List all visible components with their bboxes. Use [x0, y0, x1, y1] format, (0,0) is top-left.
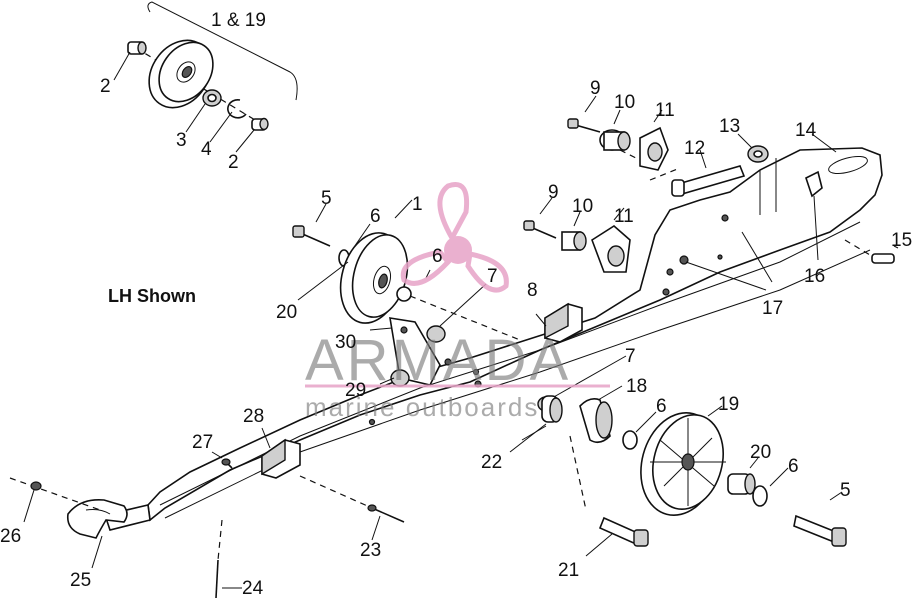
callout-24: 24: [242, 578, 264, 599]
clip-16-icon: [805, 170, 823, 261]
screw-27-icon: [211, 451, 233, 469]
callout-2b: 2: [228, 152, 239, 173]
bearing-icon: [202, 89, 222, 107]
slide-block-8-icon: [544, 302, 583, 343]
callout-13: 13: [719, 116, 740, 137]
watermark: ARMADA marine outboards: [305, 182, 610, 422]
callout-26: 26: [0, 526, 21, 547]
callout-1: 1: [412, 194, 423, 215]
bolt-9b-icon: [523, 197, 557, 239]
callout-20b: 20: [750, 442, 771, 463]
callout-23: 23: [360, 540, 381, 561]
callout-14: 14: [795, 120, 817, 141]
nut-7a-icon: [426, 283, 487, 343]
bushing-22-icon: [509, 395, 563, 453]
callout-17: 17: [762, 298, 783, 319]
screw-26-icon: [9, 477, 101, 523]
callout-7: 7: [487, 266, 498, 287]
washer-6d-icon: [752, 467, 789, 507]
washer-6c-icon: [622, 411, 657, 450]
callout-16: 16: [804, 266, 825, 287]
upper-bolt-9a: [567, 95, 601, 133]
bolt-24-icon: [215, 519, 242, 599]
callout-5b: 5: [840, 480, 851, 501]
idler-wheel-icon: [148, 39, 214, 109]
callout-9b: 9: [548, 182, 559, 203]
group-bracket: 1 & 19: [147, 1, 298, 101]
bushing-right-icon: [251, 117, 269, 131]
bolt-23-icon: [299, 475, 405, 541]
watermark-tagline: marine outboards: [305, 392, 539, 422]
callout-25: 25: [70, 570, 91, 591]
bushing-left-icon: [127, 41, 147, 55]
bolt-5a-icon: [292, 203, 331, 247]
callout-6b: 6: [432, 246, 443, 267]
callout-12: 12: [684, 138, 705, 159]
watermark-brand: ARMADA: [305, 328, 571, 393]
callout-27: 27: [192, 432, 213, 453]
nut-13-icon: [737, 133, 769, 163]
group-label: 1 & 19: [211, 10, 266, 31]
wheel-19-icon: [640, 405, 726, 516]
callout-6: 6: [370, 206, 381, 227]
snap-ring-icon: [227, 98, 247, 119]
callout-21: 21: [558, 560, 579, 581]
pin-15-icon: [844, 239, 899, 264]
callout-9: 9: [590, 78, 601, 99]
spacer-10b-icon: [561, 211, 587, 251]
callout-30: 30: [335, 332, 356, 353]
spacer-6b-icon: [396, 286, 521, 341]
bolt-5b-icon: [793, 491, 847, 547]
spacer-10a-icon: [599, 109, 631, 151]
bolt-12-icon: [671, 149, 746, 197]
callout-19: 19: [718, 394, 739, 415]
callout-6c: 6: [656, 396, 667, 417]
inset-wheel-assembly: [113, 39, 269, 153]
callout-3: 3: [176, 130, 187, 151]
callout-5: 5: [321, 188, 332, 209]
callout-15: 15: [891, 230, 912, 251]
callout-8: 8: [527, 280, 538, 301]
callout-7b: 7: [625, 346, 636, 367]
callout-10b: 10: [572, 196, 593, 217]
spacer-18-icon: [579, 385, 623, 444]
callout-6d: 6: [788, 456, 799, 477]
callout-20: 20: [276, 302, 297, 323]
bumper-25-icon: [66, 498, 128, 569]
callout-11b: 11: [614, 206, 634, 227]
shock-block-11a-icon: [639, 109, 669, 171]
callout-18: 18: [626, 376, 647, 397]
callout-10: 10: [614, 92, 635, 113]
callout-2: 2: [100, 76, 111, 97]
callout-11: 11: [655, 100, 675, 121]
view-label: LH Shown: [108, 286, 196, 306]
spacer-20b-icon: [727, 457, 759, 495]
callout-22: 22: [481, 452, 502, 473]
propeller-logo: [400, 182, 509, 293]
shock-block-11b-icon: [591, 207, 631, 273]
bolt-21-icon: [569, 435, 649, 557]
callouts: 2 3 4 2 9 10 11 13 12 14 5 6 1 9 10 11 1…: [0, 76, 912, 599]
callout-29: 29: [345, 380, 366, 401]
slide-block-28-icon: [261, 438, 301, 479]
callout-28: 28: [243, 406, 264, 427]
callout-4: 4: [201, 139, 212, 160]
